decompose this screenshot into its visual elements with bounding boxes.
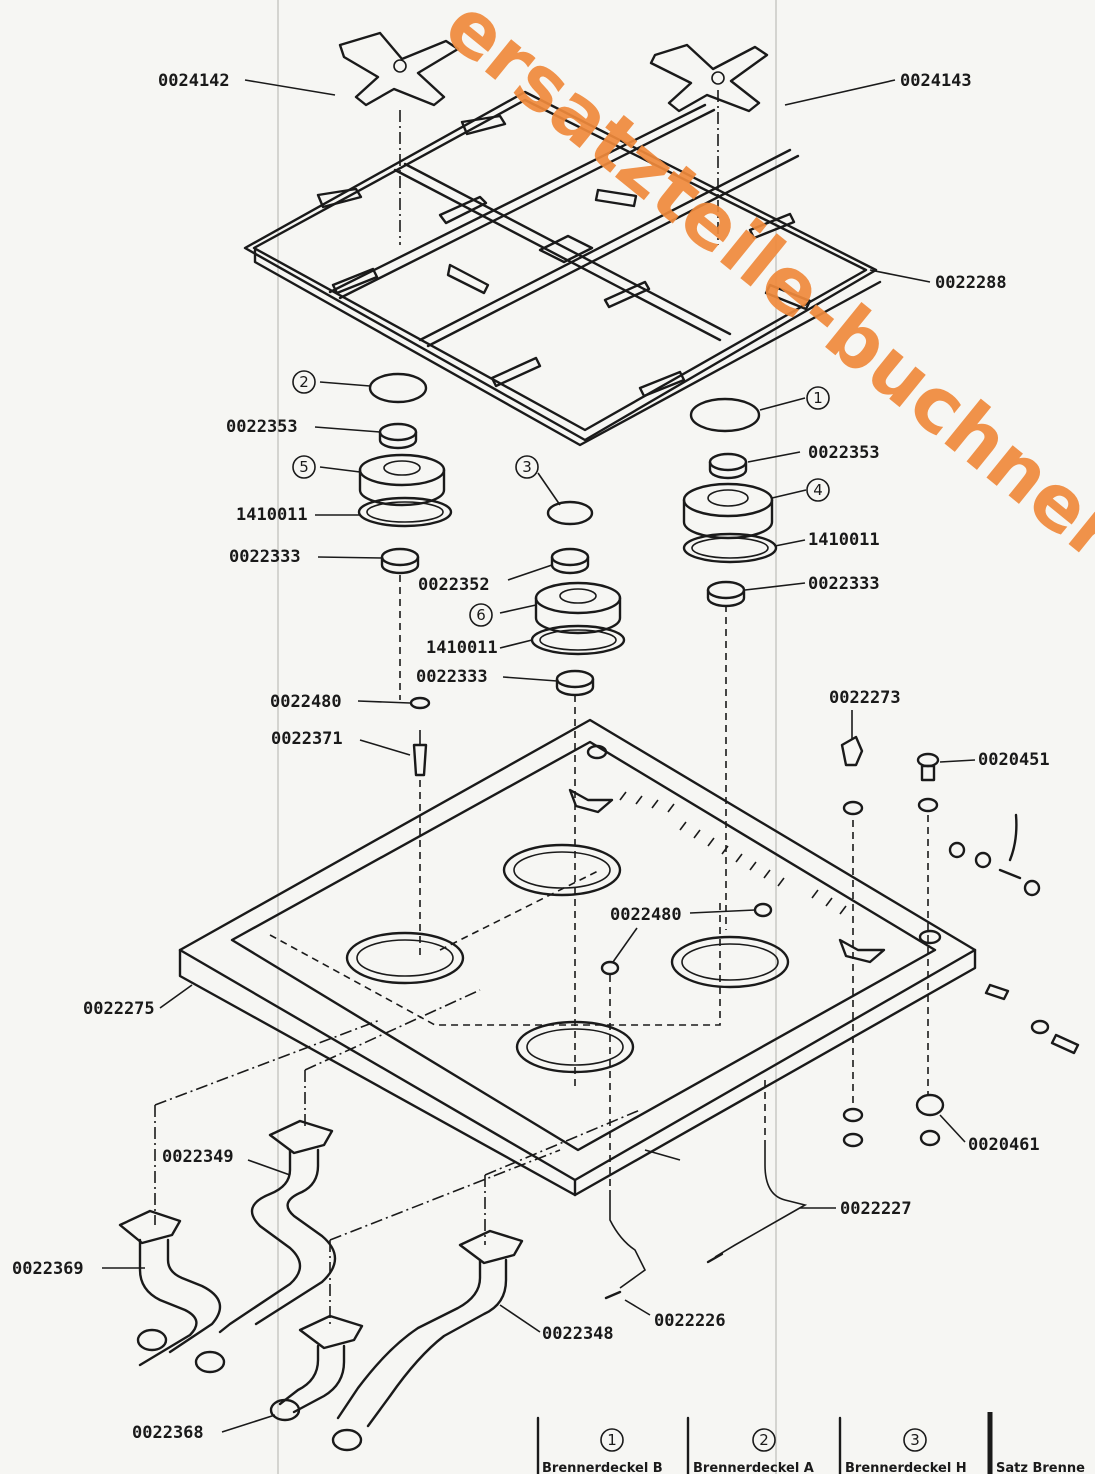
label-0022288: 0022288 bbox=[935, 273, 1007, 293]
label-0022349: 0022349 bbox=[162, 1147, 234, 1167]
label-1410011-right: 1410011 bbox=[808, 530, 880, 550]
label-0020461: 0020461 bbox=[968, 1135, 1040, 1155]
label-0022352: 0022352 bbox=[418, 575, 490, 595]
label-0022368: 0022368 bbox=[132, 1423, 204, 1443]
label-1410011-left: 1410011 bbox=[236, 505, 308, 525]
legend-table: 1 2 3 Brennerdeckel B Brennerdeckel A Br… bbox=[536, 1412, 1085, 1474]
callout-circle-4: 4 bbox=[806, 478, 830, 502]
legend-header-2: 2 bbox=[759, 1431, 769, 1449]
legend-cell-1: Brennerdeckel B bbox=[542, 1461, 663, 1474]
label-0022353-right: 0022353 bbox=[808, 443, 880, 463]
hob-plate bbox=[178, 718, 977, 1197]
label-0022333-right: 0022333 bbox=[808, 574, 880, 594]
ignition-electrode bbox=[409, 696, 431, 960]
wok-support-left bbox=[338, 31, 460, 107]
label-0022369: 0022369 bbox=[12, 1259, 84, 1279]
burner-stack-right bbox=[682, 397, 778, 930]
legend-cell-2: Brennerdeckel A bbox=[693, 1461, 814, 1474]
label-0022480-middle: 0022480 bbox=[610, 905, 682, 925]
label-0024143: 0024143 bbox=[900, 71, 972, 91]
svg-text:5: 5 bbox=[299, 458, 309, 476]
label-0022333-middle: 0022333 bbox=[416, 667, 488, 687]
callout-circle-5: 5 bbox=[292, 455, 316, 479]
legend-cell-4: Satz Brenne bbox=[996, 1461, 1085, 1474]
svg-text:3: 3 bbox=[522, 458, 532, 476]
legend-header-1: 1 bbox=[607, 1431, 617, 1449]
label-0022227: 0022227 bbox=[840, 1199, 912, 1219]
label-0022480-top: 0022480 bbox=[270, 692, 342, 712]
callout-circle-1: 1 bbox=[806, 386, 830, 410]
fixing-screws bbox=[840, 735, 1080, 1148]
svg-text:6: 6 bbox=[476, 606, 486, 624]
label-0022333-left: 0022333 bbox=[229, 547, 301, 567]
wok-support-right bbox=[649, 43, 769, 113]
label-0022275: 0022275 bbox=[83, 999, 155, 1019]
callout-circle-3: 3 bbox=[515, 455, 539, 479]
label-0022371: 0022371 bbox=[271, 729, 343, 749]
label-0022348: 0022348 bbox=[542, 1324, 614, 1344]
burner-stack-left bbox=[357, 372, 453, 700]
label-0022353-left: 0022353 bbox=[226, 417, 298, 437]
legend-cell-3: Brennerdeckel H bbox=[845, 1461, 967, 1474]
callout-circle-2: 2 bbox=[292, 370, 316, 394]
leader-lines bbox=[102, 79, 976, 1433]
label-0022226: 0022226 bbox=[654, 1311, 726, 1331]
svg-text:1: 1 bbox=[813, 389, 823, 407]
gas-pipes bbox=[118, 989, 641, 1452]
svg-text:2: 2 bbox=[299, 373, 309, 391]
callout-circle-6: 6 bbox=[469, 603, 493, 627]
svg-text:4: 4 bbox=[813, 481, 823, 499]
label-0024142: 0024142 bbox=[158, 71, 230, 91]
label-1410011-middle: 1410011 bbox=[426, 638, 498, 658]
thermocouples bbox=[600, 902, 808, 1300]
label-0020451: 0020451 bbox=[978, 750, 1050, 770]
label-0022273: 0022273 bbox=[829, 688, 901, 708]
burner-stack-middle bbox=[530, 500, 626, 1090]
pan-support-grid bbox=[243, 90, 882, 447]
legend-header-3: 3 bbox=[910, 1431, 920, 1449]
